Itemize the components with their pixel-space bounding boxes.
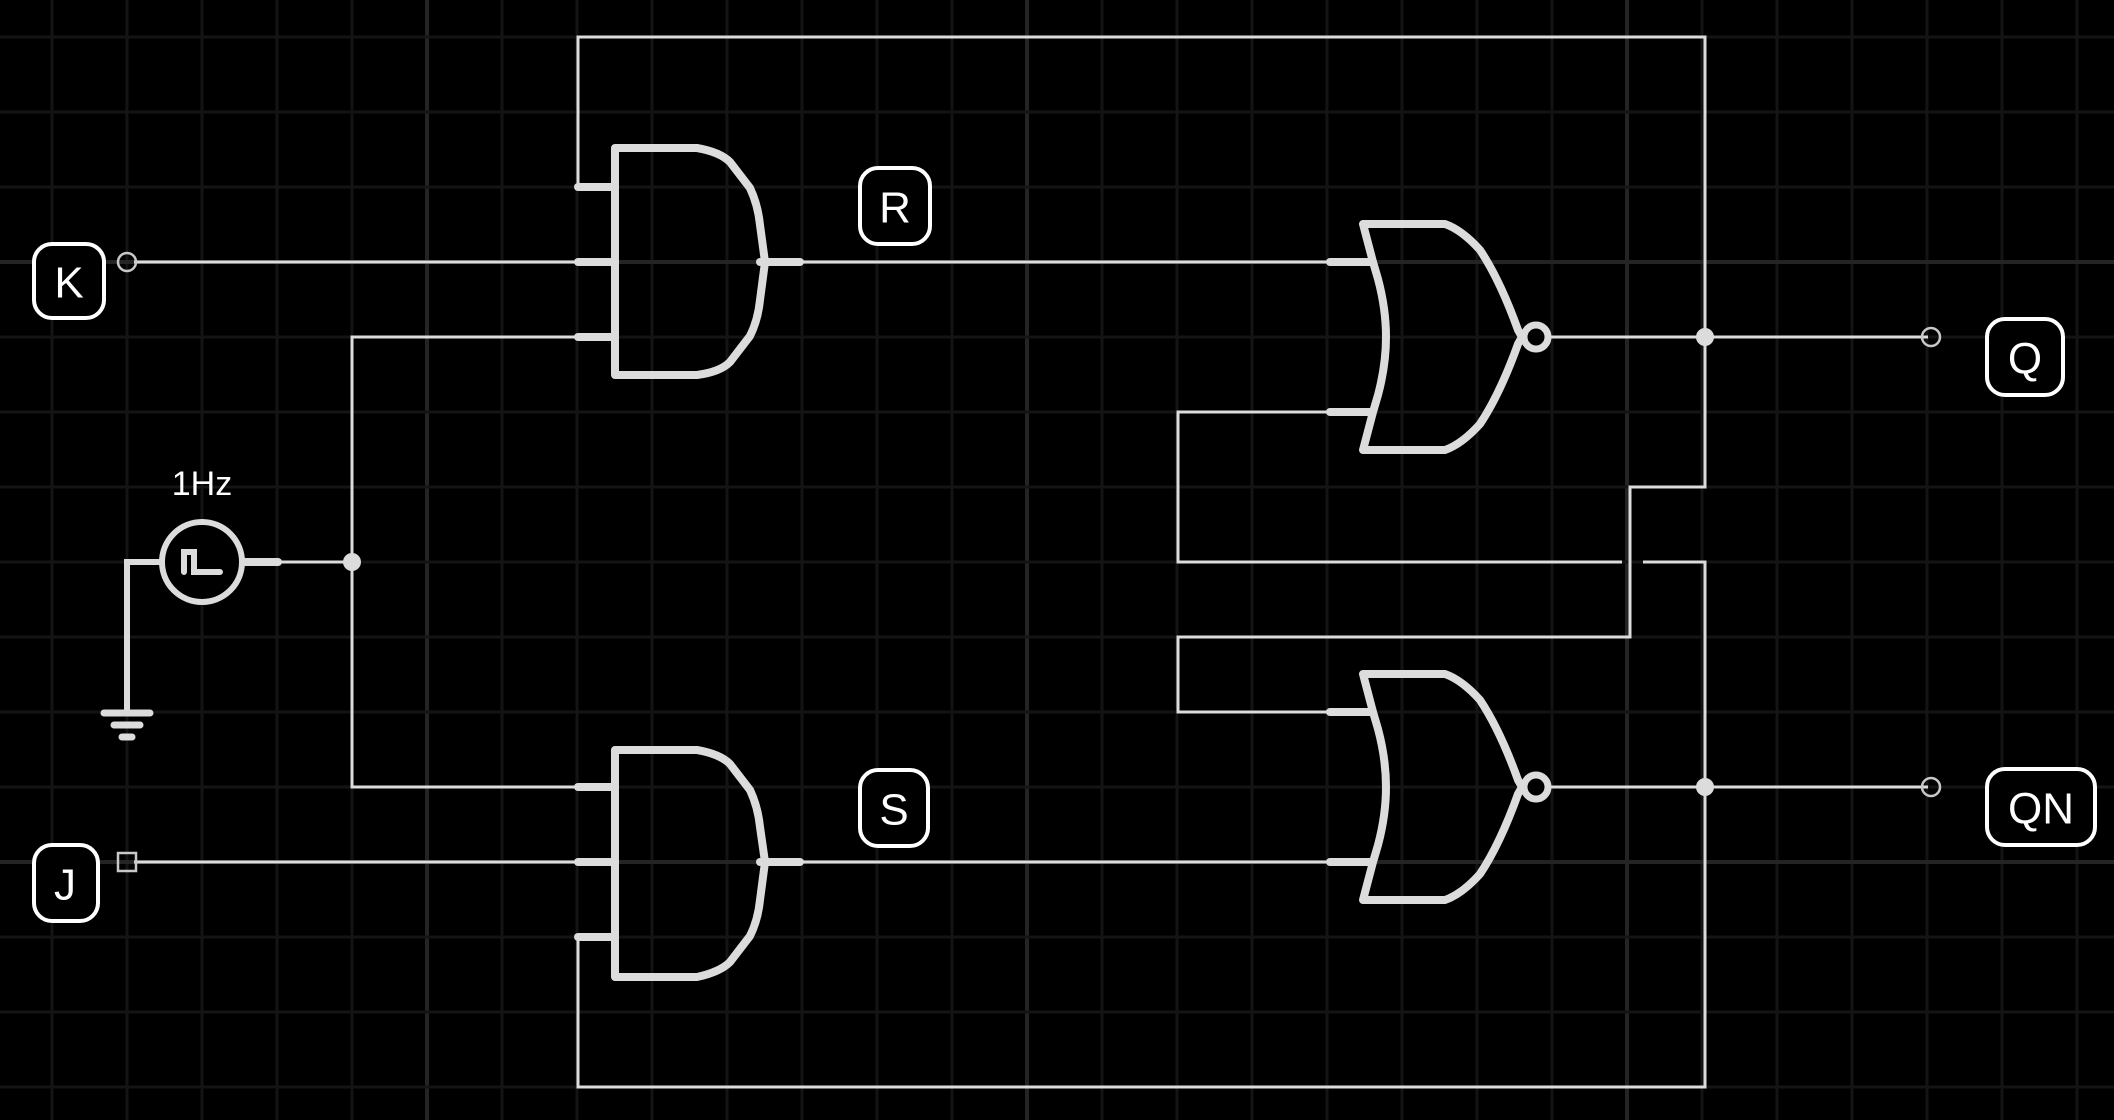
input-j-terminal[interactable] [116, 851, 138, 873]
svg-text:R: R [879, 184, 911, 233]
and-gate-bottom[interactable] [611, 746, 769, 981]
ground-icon [100, 709, 154, 741]
clock-frequency-label: 1Hz [172, 465, 232, 503]
net-label-s[interactable]: S [858, 768, 930, 848]
wire-cross-q[interactable] [1176, 337, 1707, 714]
nor-top-inversion-bubble [1520, 321, 1552, 353]
svg-text:Q: Q [2008, 335, 2042, 384]
output-q-label[interactable]: Q [1985, 317, 2065, 397]
output-qn-label[interactable]: QN [1985, 767, 2097, 847]
wire-cross-qn-a[interactable] [1643, 560, 1707, 787]
junction-qn [1696, 778, 1714, 796]
output-q-terminal[interactable] [1920, 326, 1942, 348]
input-k-label[interactable]: K [32, 242, 106, 320]
svg-text:K: K [54, 259, 83, 308]
and-gate-top[interactable] [611, 144, 769, 379]
wire-clock-ground[interactable] [124, 559, 165, 712]
junction-clock [343, 553, 361, 571]
junction-q [1696, 328, 1714, 346]
wire-feedback-q[interactable] [576, 35, 1707, 337]
output-qn-terminal[interactable] [1920, 776, 1942, 798]
input-j-label[interactable]: J [32, 843, 100, 923]
svg-text:QN: QN [2008, 785, 2074, 834]
svg-text:J: J [54, 861, 76, 910]
wire-clock-top[interactable] [350, 335, 578, 562]
input-k-terminal[interactable] [116, 251, 138, 273]
wire-clock-bottom[interactable] [350, 562, 578, 789]
nor-gate-bottom[interactable] [1359, 670, 1552, 904]
square-wave-icon [181, 549, 223, 575]
svg-text:S: S [879, 786, 908, 835]
wires [124, 35, 1928, 1089]
nor-bottom-inversion-bubble [1520, 771, 1552, 803]
nor-gate-top[interactable] [1359, 220, 1552, 454]
wire-cross-qn-b[interactable] [1176, 410, 1622, 564]
wire-feedback-qn[interactable] [576, 787, 1707, 1089]
clock-source[interactable]: 1Hz [159, 465, 245, 605]
net-label-r[interactable]: R [858, 166, 932, 246]
